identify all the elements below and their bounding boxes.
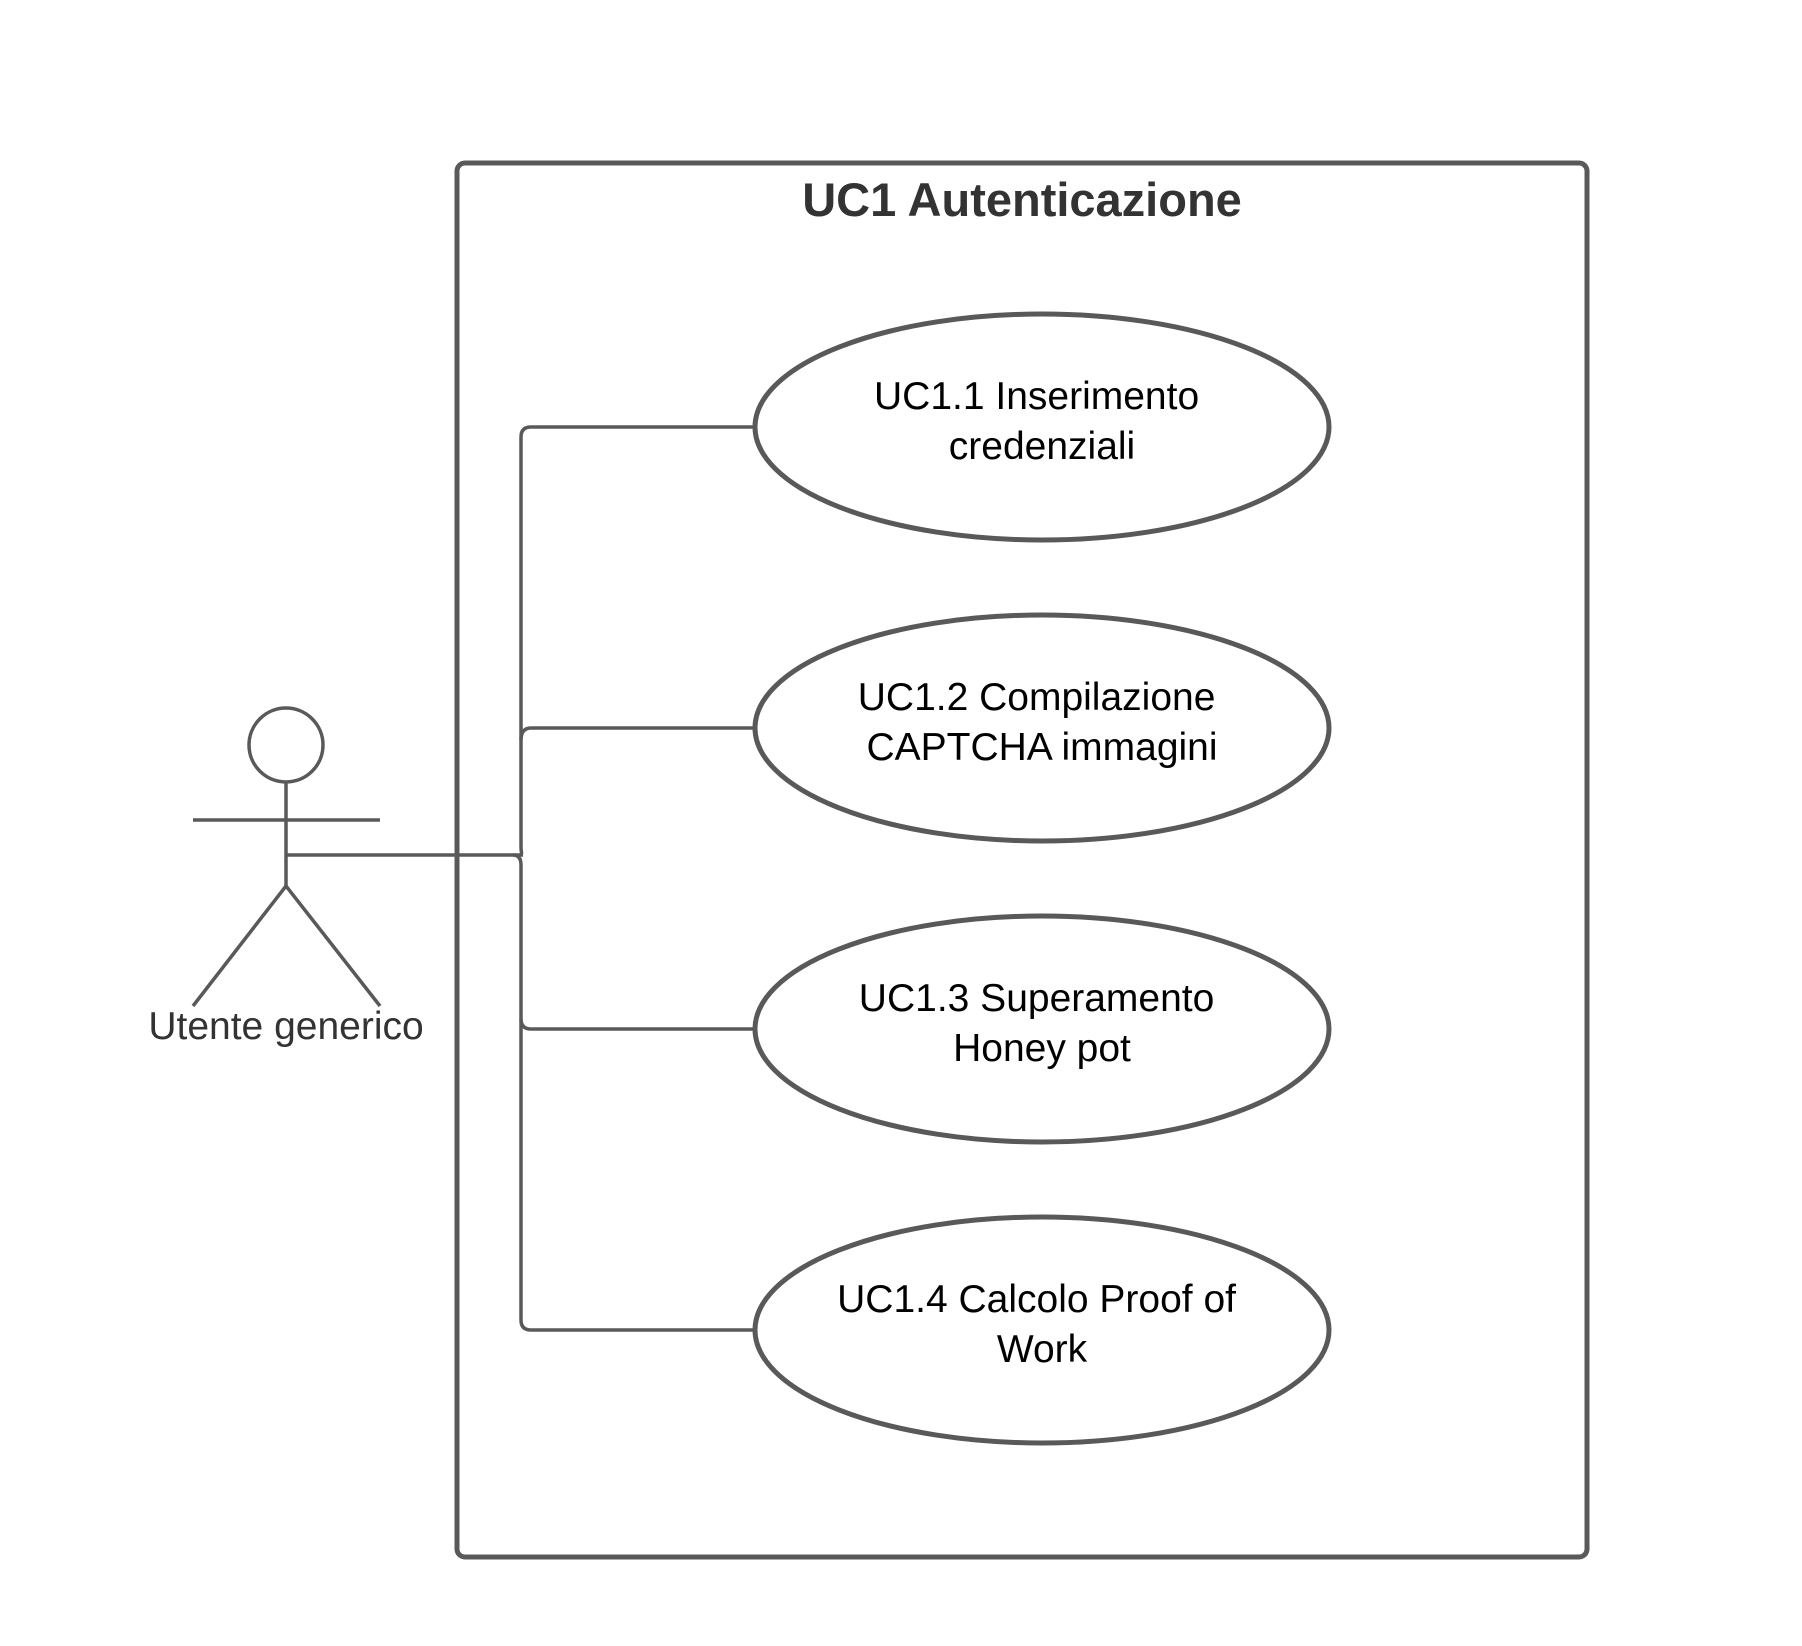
use-case-ellipse — [752, 311, 1332, 543]
actor-head — [247, 706, 325, 784]
association-uc1-1 — [513, 425, 755, 857]
use-case-label-line2: CAPTCHA immagini — [866, 726, 1217, 769]
use-case-label: UC1.3 Superamento Honey pot — [859, 977, 1225, 1070]
association-uc1-2 — [519, 726, 755, 741]
actor-left-leg — [191, 884, 288, 1008]
use-case-uc1-1[interactable]: UC1.1 Inserimento credenziali — [752, 311, 1332, 543]
system-title: UC1 Autenticazione — [802, 173, 1242, 226]
use-case-label-line1: UC1.2 Compilazione — [858, 676, 1216, 719]
use-case-ellipse — [752, 1214, 1332, 1446]
association-uc1-4 — [519, 1019, 755, 1332]
use-case-label: UC1.4 Calcolo Proof of Work — [837, 1278, 1247, 1371]
system-boundary-box — [454, 160, 1590, 1560]
association-uc1-3 — [512, 853, 755, 1031]
use-case-label-line1: UC1.4 Calcolo Proof of — [837, 1278, 1236, 1321]
use-case-ellipse — [752, 612, 1332, 844]
use-case-ellipse — [752, 913, 1332, 1145]
actor[interactable]: Utente generico — [148, 706, 424, 1048]
use-case-label-line2: Honey pot — [953, 1027, 1131, 1070]
actor-right-leg — [284, 884, 382, 1008]
use-case-uc1-2[interactable]: UC1.2 Compilazione CAPTCHA immagini — [752, 612, 1332, 844]
use-case-label: UC1.1 Inserimento credenziali — [874, 375, 1210, 468]
use-case-label-line2: credenziali — [949, 425, 1135, 468]
actor-label: Utente generico — [148, 1005, 423, 1048]
use-case-label-line2: Work — [997, 1328, 1088, 1371]
use-case-label: UC1.2 Compilazione CAPTCHA immagini — [858, 676, 1227, 769]
use-case-uc1-3[interactable]: UC1.3 Superamento Honey pot — [752, 913, 1332, 1145]
association-lines — [286, 425, 755, 1332]
use-case-label-line1: UC1.3 Superamento — [859, 977, 1215, 1020]
use-case-label-line1: UC1.1 Inserimento — [874, 375, 1199, 418]
system-boundary: UC1 Autenticazione — [454, 160, 1590, 1560]
use-case-uc1-4[interactable]: UC1.4 Calcolo Proof of Work — [752, 1214, 1332, 1446]
